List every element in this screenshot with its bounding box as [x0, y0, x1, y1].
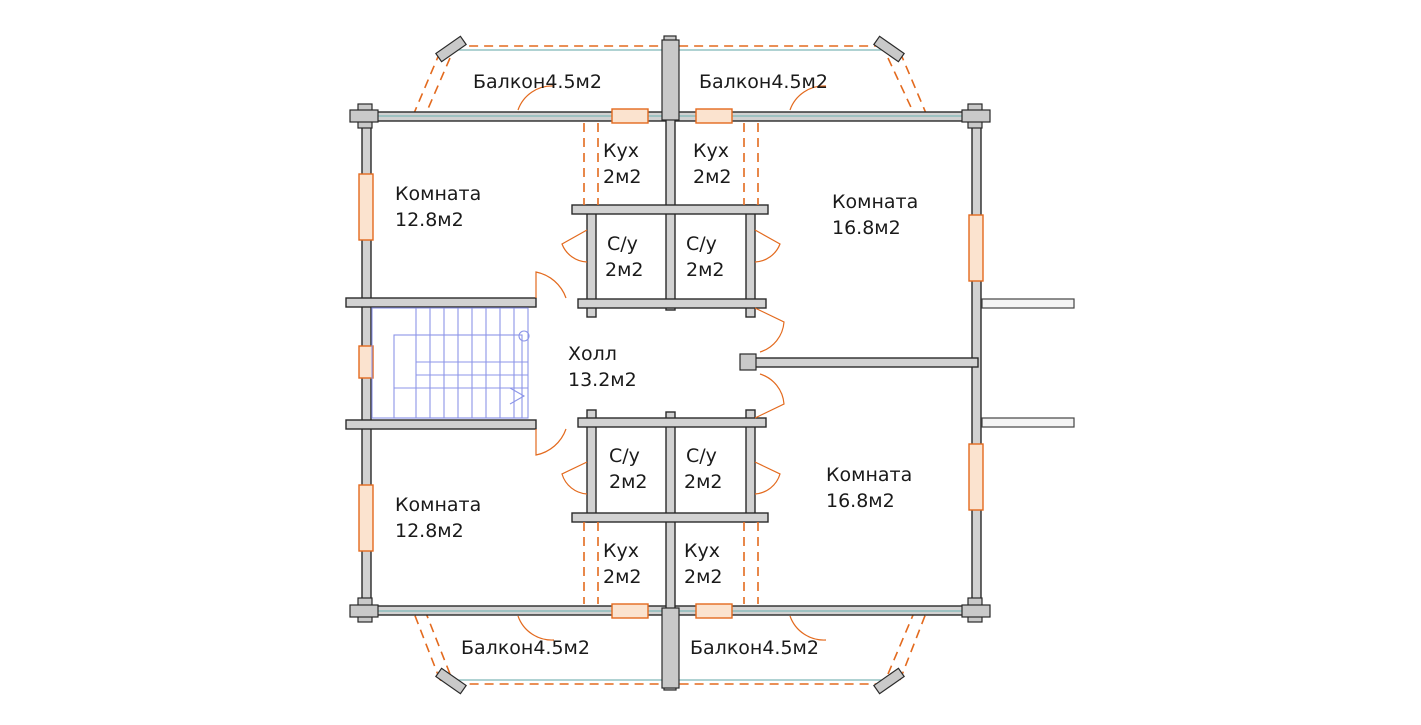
room-area-sw: 12.8м2 [395, 520, 464, 542]
kitchen-ne-name: Кух [693, 140, 729, 162]
kitchen-sw-name: Кух [603, 540, 639, 562]
bath-ne-area: 2м2 [686, 259, 725, 281]
kitchen-nw-area: 2м2 [603, 166, 642, 188]
kitchen-se-area: 2м2 [684, 566, 723, 588]
room-area-nw: 12.8м2 [395, 209, 464, 231]
hall-name: Холл [568, 343, 617, 365]
bath-ne-name: С/у [686, 233, 717, 255]
bath-se-area: 2м2 [684, 471, 723, 493]
balcony-se-label: Балкон4.5м2 [690, 637, 819, 659]
room-name-sw: Комната [395, 494, 481, 516]
room-name-nw: Комната [395, 183, 481, 205]
bath-sw-name: С/у [609, 445, 640, 467]
staircase [371, 307, 530, 419]
room-name-se: Комната [826, 464, 912, 486]
balcony-sw-label: Балкон4.5м2 [461, 637, 590, 659]
kitchen-se-name: Кух [684, 540, 720, 562]
kitchen-nw-name: Кух [603, 140, 639, 162]
bath-nw-area: 2м2 [605, 259, 644, 281]
room-area-se: 16.8м2 [826, 490, 895, 512]
room-area-ne: 16.8м2 [832, 217, 901, 239]
balcony-nw-label: Балкон4.5м2 [473, 71, 602, 93]
bath-nw-name: С/у [607, 233, 638, 255]
room-labels: Комната 12.8м2 Комната 16.8м2 Комната 12… [395, 71, 918, 659]
interior-walls [345, 39, 979, 689]
windows [358, 108, 984, 619]
kitchen-sw-area: 2м2 [603, 566, 642, 588]
kitchen-ne-area: 2м2 [693, 166, 732, 188]
bath-sw-area: 2м2 [609, 471, 648, 493]
bath-se-name: С/у [686, 445, 717, 467]
east-stubs [981, 298, 1075, 428]
balcony-ne-label: Балкон4.5м2 [699, 71, 828, 93]
doors [517, 85, 827, 641]
room-name-ne: Комната [832, 191, 918, 213]
hall-area: 13.2м2 [568, 369, 637, 391]
